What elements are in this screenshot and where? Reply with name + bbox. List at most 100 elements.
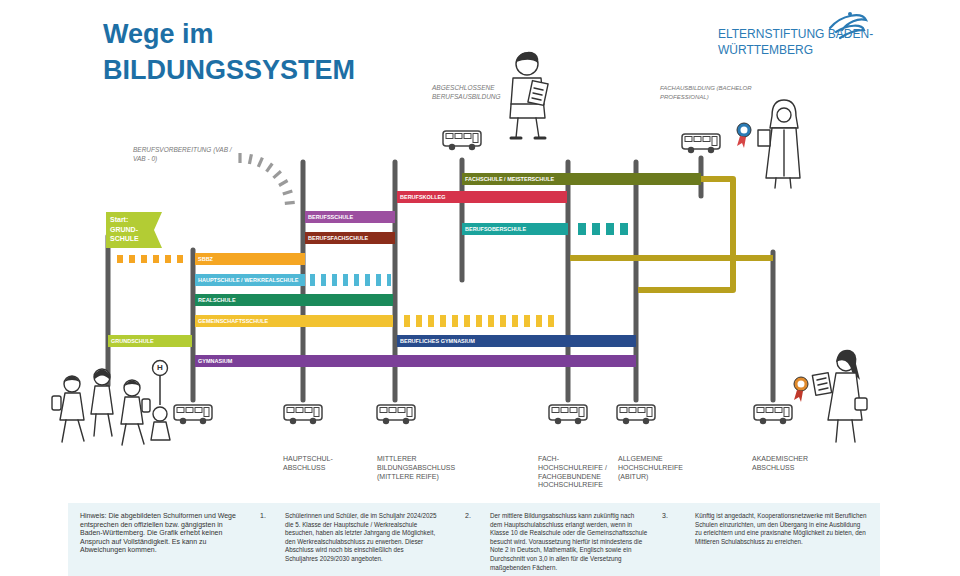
backpack [52,396,61,410]
vocational-band: BERUFSFACHSCHULE [305,232,395,244]
stair-step [249,154,251,164]
dash [387,274,391,286]
note-number: 3. [662,512,682,521]
dash-orange [117,255,183,263]
stop-pole [771,252,776,400]
bus-icon [549,405,587,424]
dash [404,315,410,327]
note-number: 2. [465,512,485,521]
shoes [511,137,545,140]
dash [548,315,554,327]
legs [775,178,791,188]
vocational-band: BERUFSSCHULE [305,211,395,223]
paper [812,373,831,395]
rosette-center [798,381,805,388]
hair [516,52,538,63]
diagram-title: Wege im BILDUNGSSYSTEM [103,16,403,88]
dash [488,315,494,327]
school-band: GRUNDSCHULE [108,335,192,347]
bus-icon [443,131,481,150]
flag-fill [106,212,162,248]
school-band: HAUPTSCHULE / WERKREALSCHULE [195,274,305,286]
dash [536,315,542,327]
vocational-band: BERUFSKOLLEG [397,191,567,203]
body [60,393,84,420]
rosette [794,377,808,391]
stair-step [283,191,293,194]
note-text: Künftig ist angedacht, Kooperationsnetzw… [695,512,867,546]
stair-step [279,181,288,186]
dash [177,255,183,263]
body [828,373,862,420]
bus-stop-sign [153,361,168,376]
body [151,422,170,440]
legs [122,424,144,445]
dash [606,223,614,235]
flag-label: Start: GRUND- SCHULE [110,215,150,244]
stair-step [273,171,281,178]
head [94,369,110,385]
stair-step [238,153,241,163]
logo-dot [848,12,852,16]
head [153,407,167,421]
rosette-center [741,127,748,134]
school-band: GEMEINSCHAFTSSCHULE [195,315,393,327]
dash [376,274,381,286]
band-label: SBBZ [198,253,213,265]
hair [124,381,140,387]
body [121,397,143,424]
dash [440,315,446,327]
stage-label: BERUFSVORBEREITUNG (VAB / VAB - 0) [133,146,233,163]
dash [428,315,434,327]
dash [512,315,518,327]
band-label: GEMEINSCHAFTSSCHULE [198,315,268,327]
dash [578,223,586,235]
band-label: HAUPTSCHULE / WERKREALSCHULE [198,274,299,286]
diploma-lines [532,88,543,100]
apprentice-figure [510,52,548,138]
head [124,380,140,396]
headscarf [770,100,798,128]
dash [500,315,506,327]
degree-label: FACH- HOCHSCHULREIFE / FACHGEBUNDENE HOC… [538,455,618,490]
dash-lightblue [310,274,391,286]
staircase [240,153,295,203]
stage-label: FACHAUSBILDUNG (BACHELOR PROFESSIONAL) [660,84,752,101]
bus-icon [377,405,415,424]
dash-teal [578,223,628,235]
degree-label: ALLGEMEINE HOCHSCHULREIFE (ABITUR) [618,455,693,481]
dash [476,315,482,327]
graduate-figure [737,100,800,188]
rosette-ribbon [737,136,746,148]
vocational-band: FACHSCHULE / MEISTERSCHULE [462,173,701,185]
dash [620,223,628,235]
dash [416,315,422,327]
band-label: GRUNDSCHULE [111,335,154,347]
band-label: BERUFSOBERSCHULE [465,223,526,235]
dash-yellow [404,315,554,327]
degree-label: MITTLERER BILDUNGSABSCHLUSS (MITTLERE RE… [377,455,469,481]
school-band: REALSCHULE [195,294,393,306]
transition-line [570,255,773,261]
paper [758,130,770,146]
note-text: Der mittlere Bildungsabschluss kann zukü… [490,512,648,572]
dash [354,274,359,286]
school-band: GYMNASIUM [195,355,636,367]
head [64,376,80,392]
band-label: REALSCHULE [198,294,236,306]
degree-label: AKADEMISCHER ABSCHLUSS [752,455,824,473]
logo-text: ELTERNSTIFTUNG BADEN-WÜRTTEMBERG [718,26,893,58]
dash [524,315,530,327]
start-flag: Start: GRUND- SCHULE [106,212,162,248]
stair-step [258,158,262,167]
dash [141,255,147,263]
legs [516,118,539,138]
degree-label: HAUPTSCHUL- ABSCHLUSS [283,455,343,473]
academic-figure [794,350,867,442]
dash [321,274,326,286]
band-label: BERUFSKOLLEG [400,191,446,203]
children-figure [52,369,170,445]
stop-pole [106,236,111,385]
dash [592,223,600,235]
